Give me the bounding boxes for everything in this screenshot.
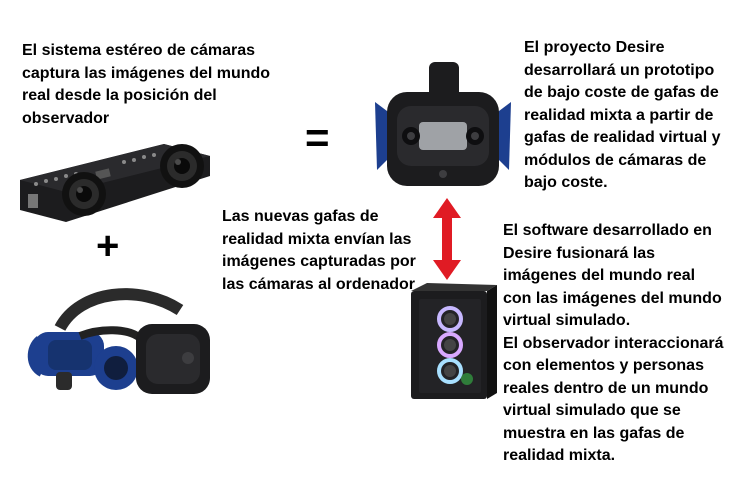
text-line: imágenes capturadas por — [222, 253, 416, 270]
vr-headset-front-icon — [375, 62, 511, 186]
text-line: módulos de cámaras de — [524, 151, 707, 169]
text-line: reales dentro de un mundo — [503, 379, 709, 397]
text-line: desarrollará un prototipo — [524, 61, 715, 79]
text-line: virtual simulado. — [503, 312, 631, 329]
text-line: virtual simulado que se — [503, 402, 681, 419]
text-line: real desde la posición del — [22, 87, 217, 104]
software-description: El software desarrollado en Desire fusio… — [503, 220, 724, 468]
text-line: El software desarrollado en — [503, 222, 712, 239]
text-line: realidad mixta envían las — [222, 230, 412, 248]
text-line: realidad mixta. — [503, 447, 616, 464]
text-line: captura las imágenes del mundo — [22, 64, 271, 82]
text-line: bajo coste. — [524, 174, 608, 191]
stereo-camera-description: El sistema estéreo de cámaras captura la… — [22, 40, 270, 130]
vr-headset-blue-icon — [27, 288, 210, 394]
stereo-camera-board-icon — [20, 144, 210, 222]
text-line: Desire fusionará las — [503, 244, 656, 262]
mixed-reality-glasses-description: Las nuevas gafas de realidad mixta envía… — [222, 206, 416, 296]
plus-sign: + — [96, 224, 120, 268]
text-line: El proyecto Desire — [524, 39, 665, 56]
desire-project-description: El proyecto Desire desarrollará un proto… — [524, 37, 721, 195]
double-arrow-icon — [433, 198, 461, 280]
text-line: El sistema estéreo de cámaras — [22, 42, 256, 59]
pc-tower-icon — [411, 283, 497, 399]
text-line: Las nuevas gafas de — [222, 208, 379, 225]
text-line: gafas de realidad virtual y — [524, 129, 721, 146]
text-line: observador — [22, 109, 110, 127]
text-line: imágenes del mundo real — [503, 267, 696, 284]
equals-sign: = — [305, 114, 330, 161]
text-line: El observador interaccionará — [503, 334, 724, 352]
text-line: muestra en las gafas de — [503, 424, 685, 442]
text-line: las cámaras al ordenador — [222, 275, 415, 293]
text-line: de bajo coste de gafas de — [524, 84, 719, 101]
text-line: con elementos y personas — [503, 357, 704, 374]
text-line: realidad mixta a partir de — [524, 106, 714, 124]
text-line: con las imágenes del mundo — [503, 289, 722, 307]
